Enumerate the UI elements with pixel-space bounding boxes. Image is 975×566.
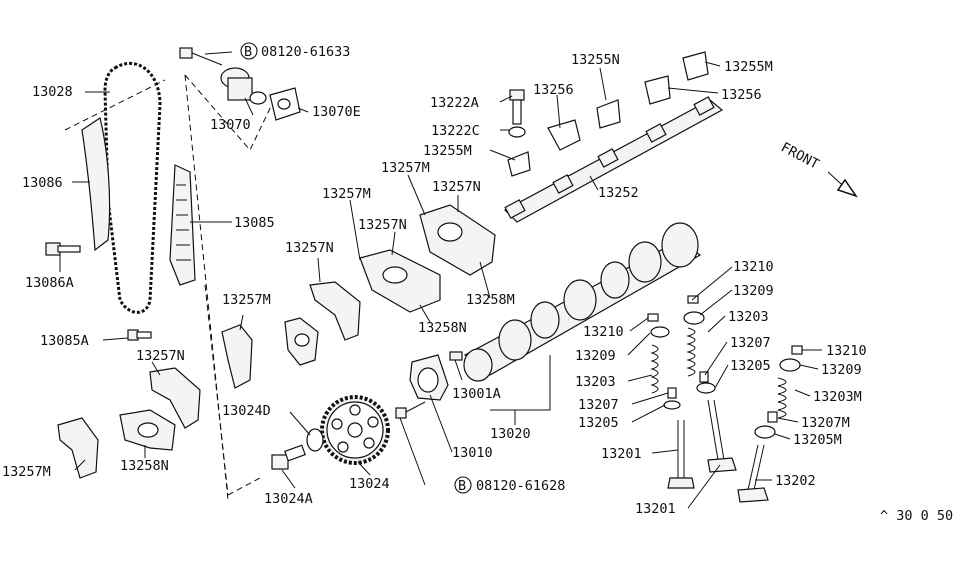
label-front: FRONT xyxy=(778,139,821,172)
bolt-marker-letter: B xyxy=(244,44,252,60)
sprocket-bolt xyxy=(271,444,306,470)
rocker-arm-group-left xyxy=(57,281,361,479)
label-13222C: 13222C xyxy=(431,123,480,139)
label-13203-a: 13203 xyxy=(728,309,769,325)
timing-chain xyxy=(103,61,162,314)
label-13024D: 13024D xyxy=(222,403,271,419)
chain-tensioner xyxy=(220,67,267,105)
chain-guide xyxy=(81,117,111,252)
label-13070E: 13070E xyxy=(312,104,361,120)
camshaft xyxy=(463,222,702,382)
label-13203M: 13203M xyxy=(813,389,862,405)
label-13203-b: 13203 xyxy=(575,374,616,390)
label-13255N: 13255N xyxy=(571,52,620,68)
label-13222A: 13222A xyxy=(430,95,479,111)
part-labels: 08120-61633 13028 13070 13070E 13086 130… xyxy=(2,44,953,524)
label-13258M: 13258M xyxy=(466,292,515,308)
label-13070: 13070 xyxy=(210,117,251,133)
label-13201-b: 13201 xyxy=(635,501,676,517)
label-13202: 13202 xyxy=(775,473,816,489)
label-13205-a: 13205 xyxy=(730,358,771,374)
label-13085: 13085 xyxy=(234,215,275,231)
bolt-marker-bottom: B xyxy=(454,476,472,494)
label-08120-61633: 08120-61633 xyxy=(261,44,350,60)
label-13210-c: 13210 xyxy=(826,343,867,359)
label-13028: 13028 xyxy=(32,84,73,100)
diagram-reference-code: ^ 30 0 50 xyxy=(880,508,953,524)
label-13020: 13020 xyxy=(490,426,531,442)
label-13258N-b: 13258N xyxy=(418,320,467,336)
rocker-shaft-blocks xyxy=(504,96,715,219)
label-08120-61628: 08120-61628 xyxy=(476,478,565,494)
tensioner-teeth xyxy=(176,184,191,261)
label-13210-b: 13210 xyxy=(583,324,624,340)
label-13257N-a: 13257N xyxy=(136,348,185,364)
label-13258N-a: 13258N xyxy=(120,458,169,474)
label-13210-a: 13210 xyxy=(733,259,774,275)
bolt-marker-top: B xyxy=(240,42,258,60)
label-13209-c: 13209 xyxy=(821,362,862,378)
label-13207M: 13207M xyxy=(801,415,850,431)
sprocket-washer xyxy=(306,428,324,452)
label-13257N-c: 13257N xyxy=(358,217,407,233)
camshaft-sprocket xyxy=(320,395,390,465)
label-13209-b: 13209 xyxy=(575,348,616,364)
label-13205-b: 13205 xyxy=(578,415,619,431)
dowel-pin xyxy=(449,351,463,361)
bolt-13086a xyxy=(45,242,81,256)
label-13257N-b: 13257N xyxy=(285,240,334,256)
bolt-13085a xyxy=(127,329,152,341)
label-13207-a: 13207 xyxy=(730,335,771,351)
assembly-boundary-dashed xyxy=(64,74,276,501)
label-13024A: 13024A xyxy=(264,491,313,507)
label-13201-a: 13201 xyxy=(601,446,642,462)
valve-assembly-1 xyxy=(647,313,695,489)
bolt-08120-61633 xyxy=(179,47,223,66)
label-13257M-d: 13257M xyxy=(2,464,51,480)
chain-tensioner-guide xyxy=(169,164,196,286)
label-13256-b: 13256 xyxy=(721,87,762,103)
label-13209-a: 13209 xyxy=(733,283,774,299)
label-13086: 13086 xyxy=(22,175,63,191)
label-13257M-a: 13257M xyxy=(222,292,271,308)
label-13205M: 13205M xyxy=(793,432,842,448)
thrust-plate-bolt xyxy=(395,401,426,419)
label-13024: 13024 xyxy=(349,476,390,492)
shaft-bolt xyxy=(508,89,526,138)
label-13257N-d: 13257N xyxy=(432,179,481,195)
label-13001A: 13001A xyxy=(452,386,501,402)
label-13207-b: 13207 xyxy=(578,397,619,413)
rocker-arm-group-center xyxy=(359,204,496,313)
label-13257M-b: 13257M xyxy=(322,186,371,202)
valve-assembly-3 xyxy=(737,345,803,503)
label-13085A: 13085A xyxy=(40,333,89,349)
front-direction-arrow xyxy=(827,171,858,198)
bolt-marker-letter: B xyxy=(458,478,466,494)
label-13255M-b: 13255M xyxy=(724,59,773,75)
label-13256-a: 13256 xyxy=(533,82,574,98)
label-13010: 13010 xyxy=(452,445,493,461)
rocker-shaft-clips xyxy=(507,51,709,177)
label-13257M-c: 13257M xyxy=(381,160,430,176)
label-13252: 13252 xyxy=(598,185,639,201)
leader-lines xyxy=(59,51,822,509)
label-13086A: 13086A xyxy=(25,275,74,291)
camshaft-thrust-plate xyxy=(409,354,449,401)
label-13255M-a: 13255M xyxy=(423,143,472,159)
